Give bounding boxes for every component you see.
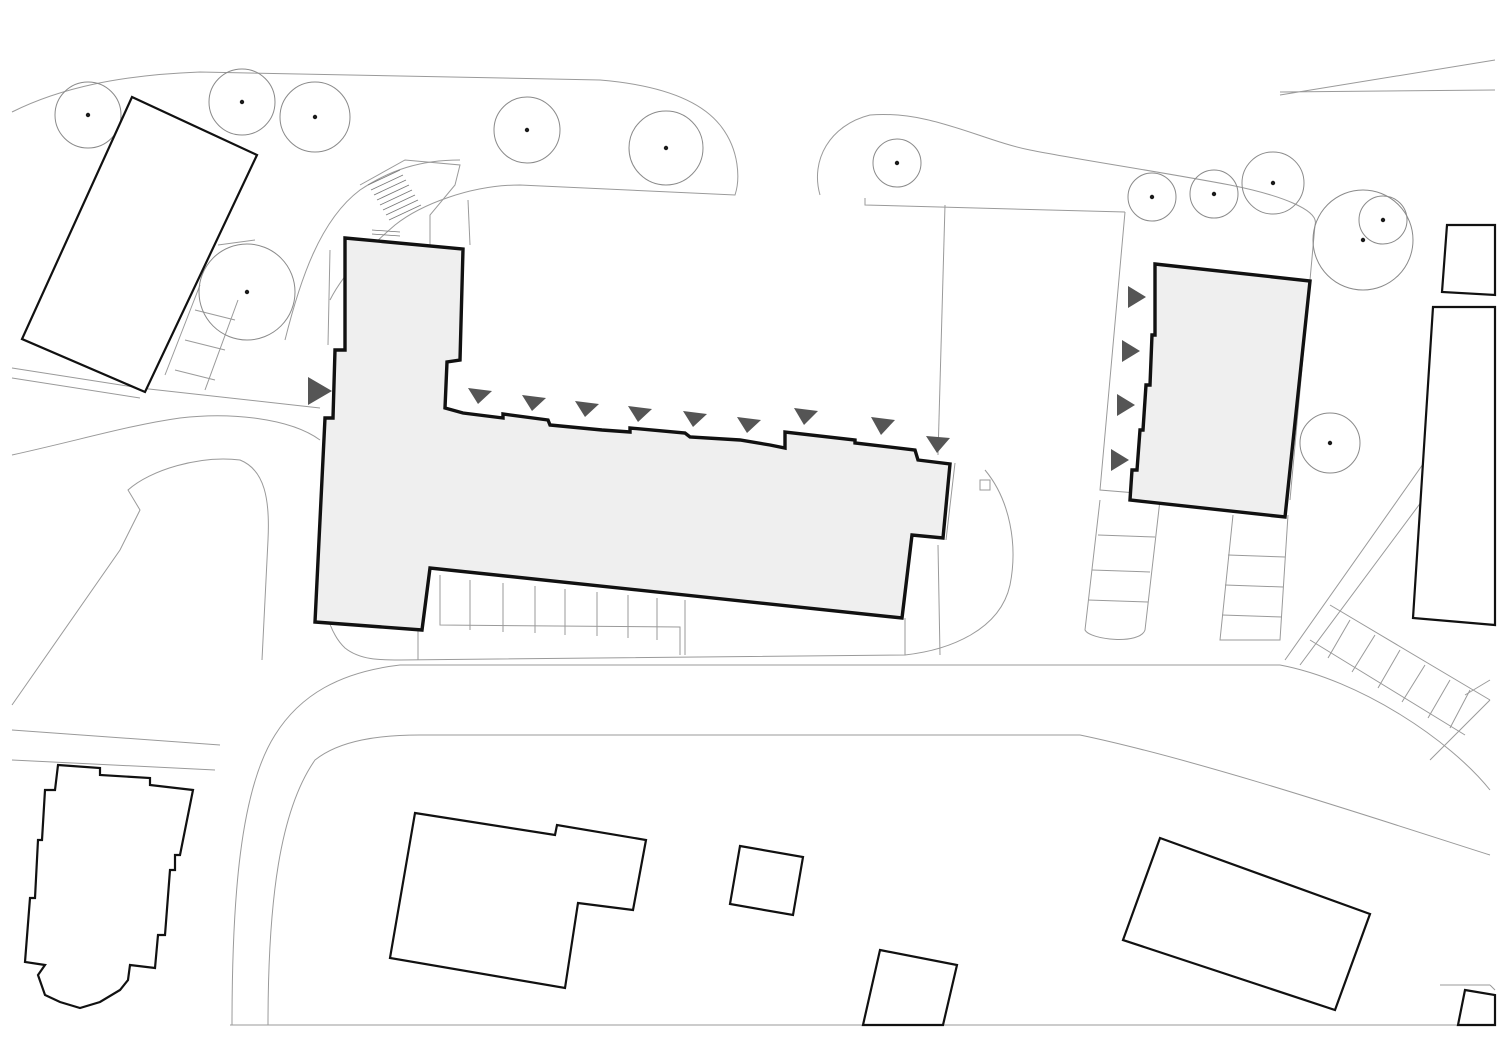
- main-east-setback: [945, 462, 956, 541]
- tree-canopy-icon: [872, 138, 922, 188]
- entrance-triangle-icon: [1128, 286, 1146, 308]
- entrance-triangle-icon: [737, 417, 761, 433]
- entrance-triangle-icon: [1117, 394, 1135, 416]
- north-east-garden: [816, 113, 1316, 226]
- south-east-path: [1440, 984, 1496, 991]
- building-northwest: [20, 95, 259, 394]
- neighbouring-buildings: [20, 95, 1497, 1027]
- entrance-triangle-icon: [628, 406, 652, 422]
- east-diagonal-road: [1279, 59, 1496, 96]
- building-east-tall: [1411, 305, 1497, 627]
- tree-canopy-icon: [1127, 172, 1177, 222]
- west-road-edge-mid: [11, 377, 141, 399]
- courtyard-east-wall: [937, 204, 946, 456]
- building-far-southeast: [1456, 988, 1497, 1027]
- building-south-1: [388, 811, 648, 990]
- entrance-triangle-icon: [1122, 340, 1140, 362]
- entrance-triangle-icon: [522, 395, 546, 411]
- entrance-triangle-icon: [1111, 449, 1129, 471]
- north-garden-edge: [864, 198, 1126, 213]
- building-east-small: [1440, 223, 1497, 297]
- tree-canopy-icon: [54, 81, 122, 149]
- building-southwest-church: [23, 763, 195, 1010]
- trees: [54, 68, 1414, 474]
- building-south-2: [728, 844, 805, 917]
- entrance-triangle-icon: [683, 411, 707, 427]
- tree-canopy-icon: [1189, 169, 1239, 219]
- building-southeast: [1121, 836, 1372, 1012]
- entrance-triangle-icon: [468, 388, 492, 404]
- tree-canopy-icon: [198, 243, 296, 341]
- east-building: [1128, 262, 1312, 519]
- entrance-triangle-icon: [575, 401, 599, 417]
- entrance-triangle-icon: [926, 436, 950, 453]
- project-buildings: [313, 236, 1312, 632]
- south-road-north-edge: [231, 664, 1491, 1026]
- entrance-triangle-icon: [871, 417, 895, 435]
- tree-canopy-icon: [628, 110, 704, 186]
- tree-canopy-icon: [1312, 189, 1414, 291]
- building-south-3: [861, 948, 959, 1027]
- west-road-edge: [11, 415, 321, 456]
- tree-canopy-icon: [1241, 151, 1305, 215]
- north-path-inner: [284, 159, 461, 341]
- west-green-area: [11, 458, 269, 706]
- entrance-triangle-icon: [794, 408, 818, 425]
- tree-canopy-icon: [493, 96, 561, 164]
- entrance-markers: [308, 286, 1146, 471]
- parking-west: [164, 239, 256, 391]
- tree-canopy-icon: [1358, 195, 1408, 245]
- west-road-edge-top: [11, 367, 321, 409]
- north-stair: [359, 159, 461, 245]
- tree-canopy-icon: [279, 81, 351, 153]
- west-path: [11, 729, 221, 771]
- parking-east: [1084, 499, 1491, 761]
- main-building: [313, 236, 952, 632]
- courtyard-edge: [467, 199, 471, 246]
- tree-canopy-icon: [208, 68, 276, 136]
- south-road-south-edge: [267, 734, 1491, 1026]
- north-path-edge: [11, 71, 739, 301]
- tree-canopy-icon: [1299, 412, 1361, 474]
- entrance-triangle-icon: [308, 377, 332, 405]
- utility-box: [979, 479, 991, 491]
